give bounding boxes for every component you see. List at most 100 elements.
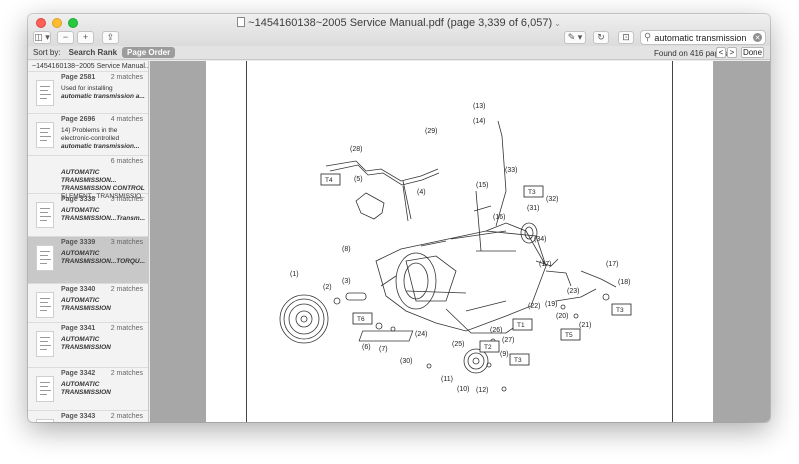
window-title-text: ~1454160138~2005 Service Manual.pdf (pag… bbox=[248, 17, 553, 29]
snippet-line: electronic-controlled bbox=[61, 135, 120, 142]
result-match-count: 3 matches bbox=[110, 239, 143, 246]
rotate-icon: ↻ bbox=[597, 32, 605, 42]
pdf-page: (1)(2)(3)(4)(5)(6)(7)(8)(9)(10)(11)(12)(… bbox=[206, 61, 713, 422]
diagram-callout-label: (14) bbox=[473, 118, 485, 125]
snippet-line: Used for installing bbox=[61, 85, 113, 92]
diagram-callout-label: (3) bbox=[342, 278, 351, 285]
result-page-number: Page 3342 bbox=[61, 370, 96, 377]
previous-result-button[interactable]: < bbox=[716, 47, 726, 58]
search-results-sidebar[interactable]: ~1454160138~2005 Service Manual.... Page… bbox=[28, 61, 149, 422]
diagram-callout-label: (34) bbox=[534, 236, 546, 243]
snippet-line: 14) Problems in the bbox=[61, 127, 118, 134]
search-field[interactable]: ⚲ ✕ bbox=[640, 30, 766, 45]
window-title: ~1454160138~2005 Service Manual.pdf (pag… bbox=[28, 17, 770, 29]
page-thumbnail bbox=[36, 292, 54, 318]
preview-window: ~1454160138~2005 Service Manual.pdf (pag… bbox=[28, 14, 770, 422]
diagram-callout-label: (7) bbox=[379, 346, 388, 353]
result-page-number: Page 3341 bbox=[61, 325, 96, 332]
snippet-line: automatic transmission a... bbox=[61, 93, 145, 100]
page-margin-line-left bbox=[246, 61, 247, 422]
snippet-line: TRANSMISSION CONTROL bbox=[61, 185, 145, 192]
snippet-line: AUTOMATIC bbox=[61, 207, 100, 214]
chevron-down-icon[interactable]: ⌄ bbox=[554, 19, 561, 28]
snippet-line: AUTOMATIC bbox=[61, 297, 100, 304]
page-thumbnail bbox=[36, 419, 54, 422]
result-page-number: Page 2581 bbox=[61, 74, 96, 81]
result-page-number: Page 3343 bbox=[61, 413, 96, 420]
sort-search-rank-button[interactable]: Search Rank bbox=[68, 48, 118, 57]
torque-spec-box bbox=[352, 312, 373, 325]
result-match-count: 2 matches bbox=[110, 74, 143, 81]
page-margin-line-right bbox=[672, 61, 673, 422]
torque-spec-label: T4 bbox=[325, 177, 333, 184]
diagram-callout-label: (19) bbox=[545, 301, 557, 308]
result-match-count: 3 matches bbox=[110, 196, 143, 203]
search-icon: ⚲ bbox=[644, 32, 652, 43]
document-name-header: ~1454160138~2005 Service Manual.... bbox=[28, 61, 148, 72]
sort-page-order-button[interactable]: Page Order bbox=[122, 47, 176, 58]
search-input[interactable] bbox=[654, 32, 751, 43]
zoom-out-button[interactable]: − bbox=[57, 31, 74, 44]
minimize-window-button[interactable] bbox=[52, 18, 62, 28]
diagram-callout-label: (12) bbox=[476, 387, 488, 394]
next-result-button[interactable]: > bbox=[727, 47, 737, 58]
close-window-button[interactable] bbox=[36, 18, 46, 28]
snippet-line: AUTOMATIC bbox=[61, 336, 100, 343]
diagram-callout-label: (15) bbox=[476, 182, 488, 189]
snippet-line: TRANSMISSION... bbox=[61, 177, 117, 184]
toolbox-button[interactable]: ⊡ bbox=[618, 31, 634, 44]
result-match-count: 2 matches bbox=[110, 325, 143, 332]
diagram-callout-label: (16) bbox=[493, 214, 505, 221]
rotate-button[interactable]: ↻ bbox=[593, 31, 609, 44]
diagram-callout-label: (5) bbox=[354, 176, 363, 183]
snippet-line: TRANSMISSION bbox=[61, 305, 111, 312]
clear-search-icon[interactable]: ✕ bbox=[753, 33, 762, 42]
diagram-callout-label: (30) bbox=[400, 358, 412, 365]
zoom-out-icon: − bbox=[62, 32, 69, 42]
share-button[interactable]: ⇪ bbox=[102, 31, 119, 44]
sidebar-toggle-button[interactable]: ◫ ▾ bbox=[33, 31, 51, 44]
torque-spec-label: T1 bbox=[517, 322, 525, 329]
diagram-callout-label: (28) bbox=[350, 146, 362, 153]
diagram-callout-label: (29) bbox=[425, 128, 437, 135]
oil-pump-drawing bbox=[463, 348, 489, 374]
pen-icon: ✎ ▾ bbox=[567, 32, 583, 42]
document-viewer[interactable]: (1)(2)(3)(4)(5)(6)(7)(8)(9)(10)(11)(12)(… bbox=[150, 61, 770, 422]
result-match-count: 6 matches bbox=[110, 158, 143, 165]
diagram-callout-label: (17) bbox=[606, 261, 618, 268]
markup-button[interactable]: ✎ ▾ bbox=[564, 31, 586, 44]
transmission-exploded-diagram: (1)(2)(3)(4)(5)(6)(7)(8)(9)(10)(11)(12)(… bbox=[279, 103, 632, 394]
share-icon: ⇪ bbox=[106, 32, 115, 42]
zoom-in-button[interactable]: + bbox=[77, 31, 94, 44]
page-thumbnail bbox=[36, 245, 54, 271]
diagram-callout-label: (17) bbox=[539, 261, 551, 268]
torque-spec-label: T6 bbox=[357, 316, 365, 323]
result-match-count: 4 matches bbox=[110, 116, 143, 123]
diagram-callout-label: (13) bbox=[473, 103, 485, 110]
diagram-callout-label: (6) bbox=[362, 344, 371, 351]
diagram-callout-label: (18) bbox=[618, 279, 630, 286]
zoom-window-button[interactable] bbox=[68, 18, 78, 28]
found-count: Found on 416 pages bbox=[654, 49, 728, 58]
title-bar: ~1454160138~2005 Service Manual.pdf (pag… bbox=[28, 14, 770, 46]
page-thumbnail bbox=[36, 376, 54, 402]
done-button[interactable]: Done bbox=[741, 47, 764, 58]
diagram-callout-label: (32) bbox=[546, 196, 558, 203]
result-match-count: 2 matches bbox=[110, 286, 143, 293]
snippet-line: ELEMENT...TRANSMISSIO... bbox=[61, 193, 145, 200]
diagram-callout-label: (10) bbox=[457, 386, 469, 393]
diagram-callout-label: (21) bbox=[579, 322, 591, 329]
